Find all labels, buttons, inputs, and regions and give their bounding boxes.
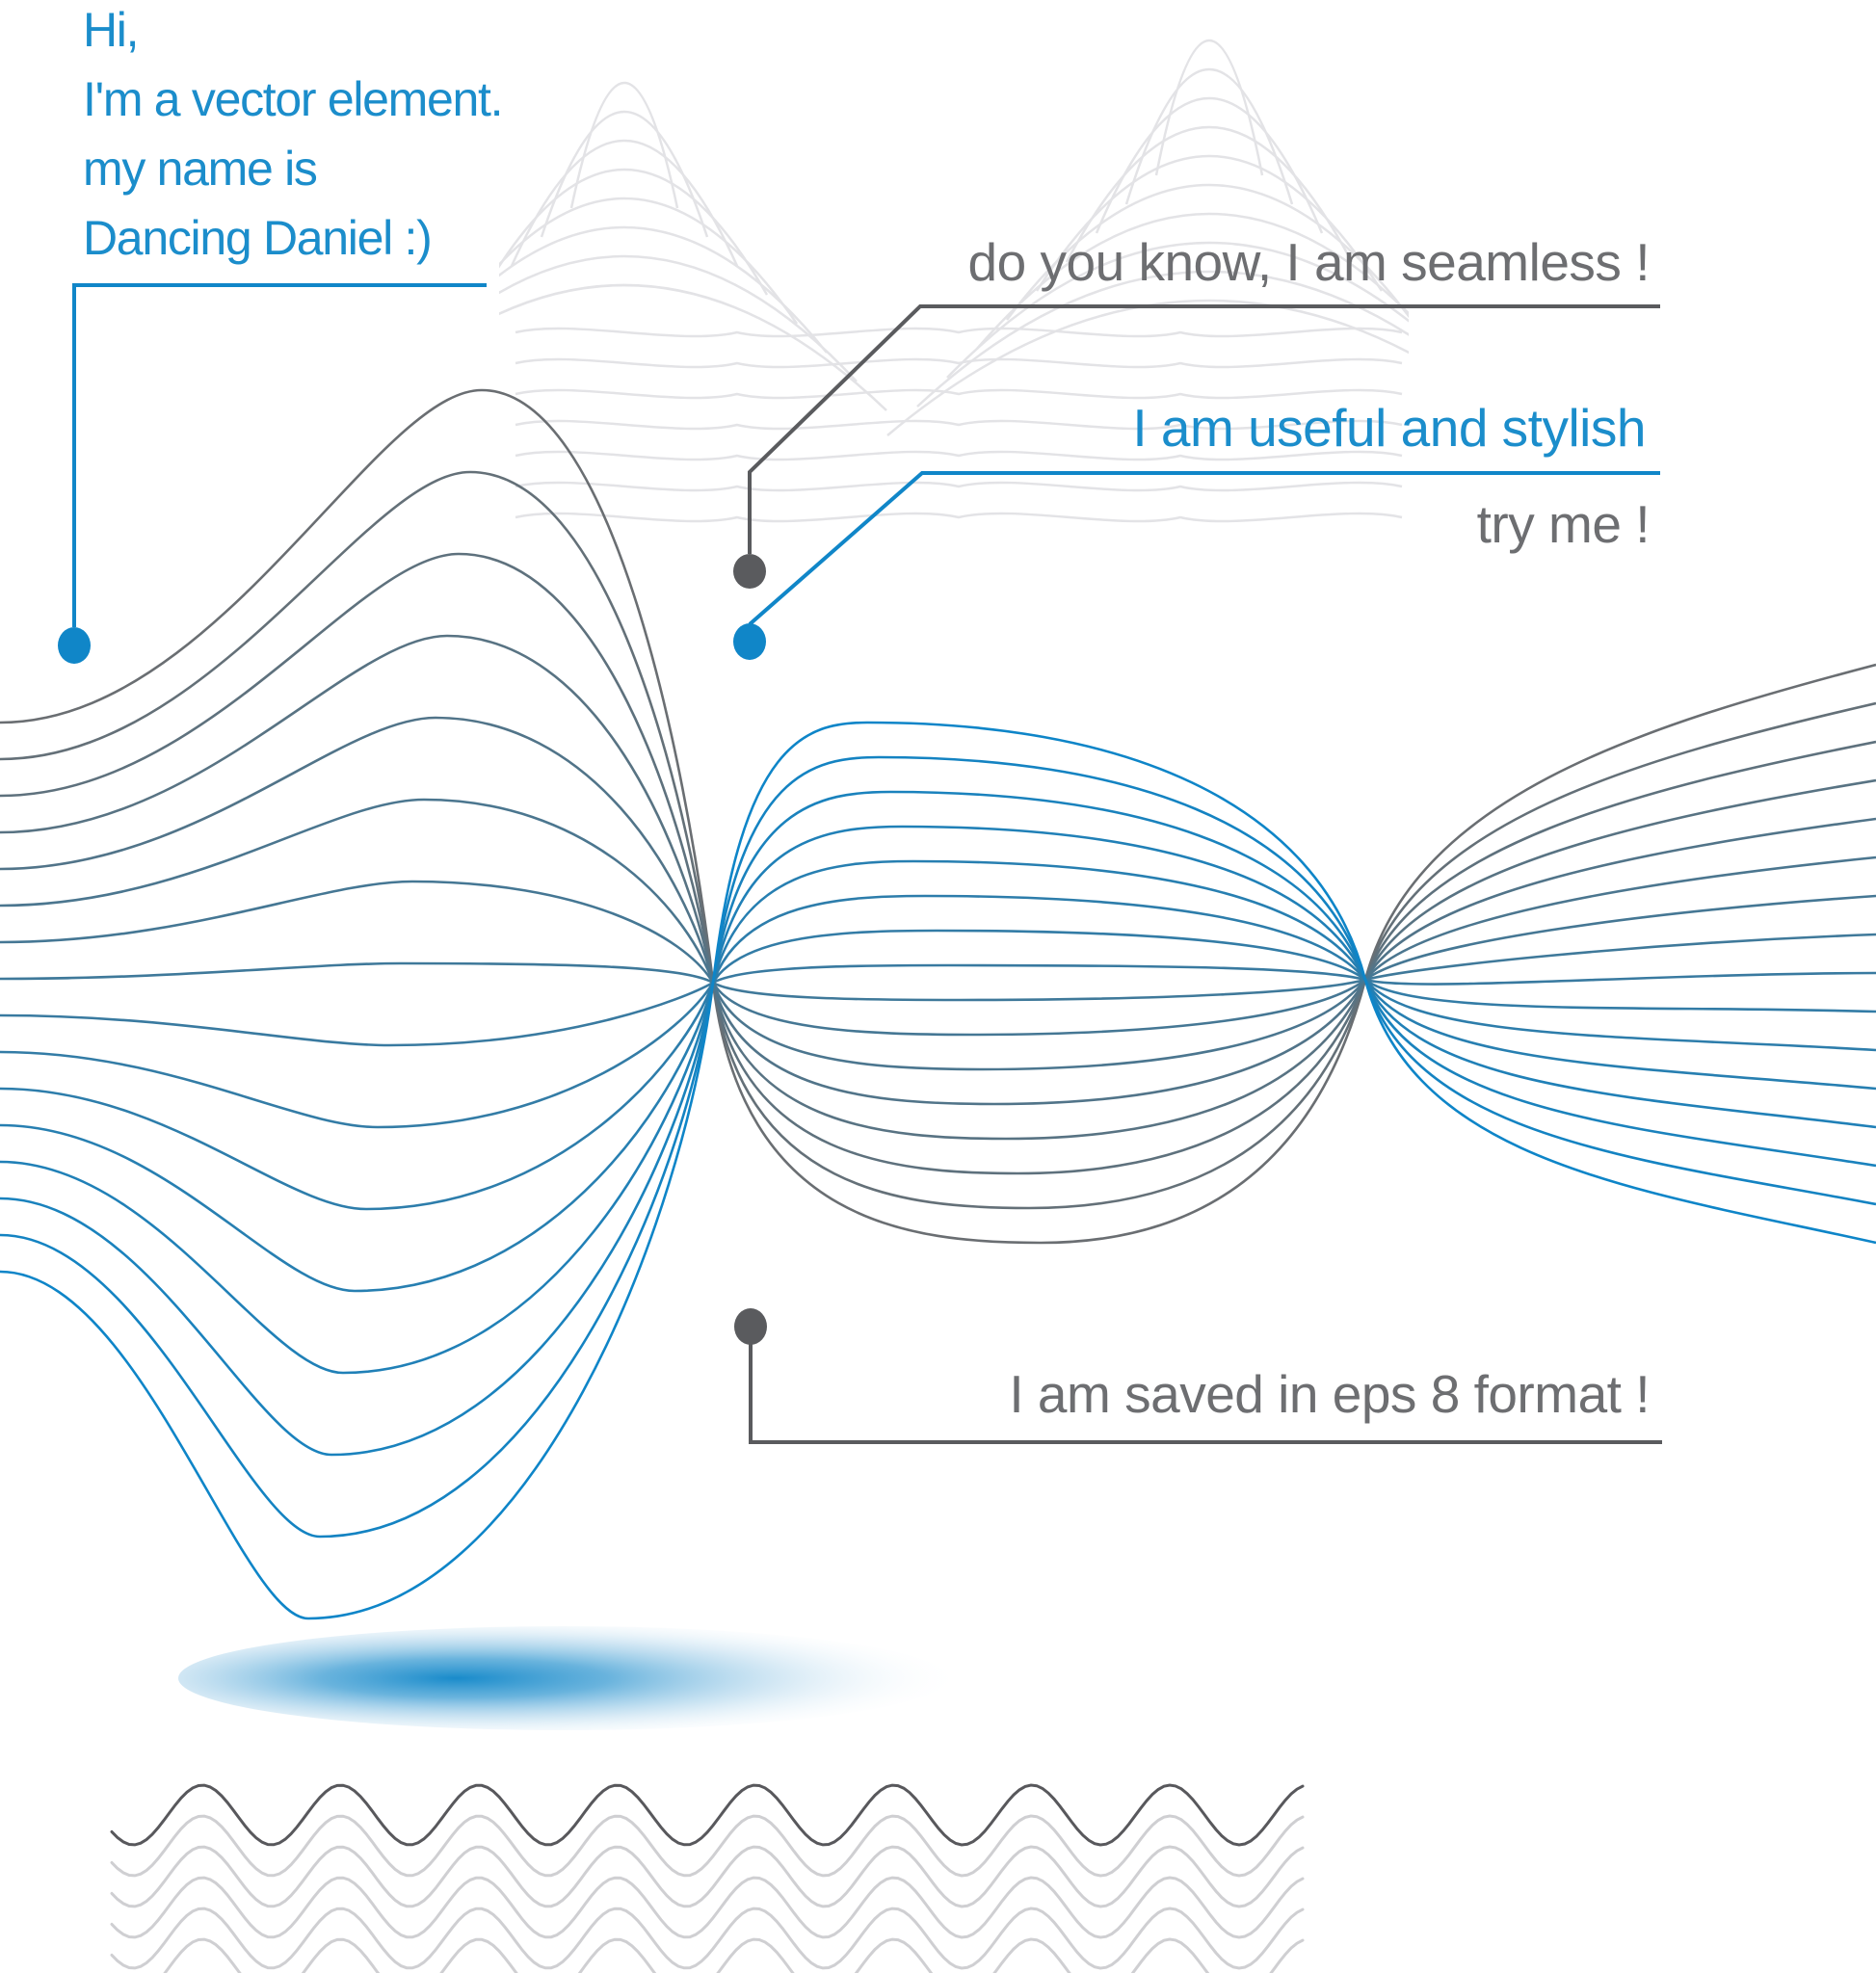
format-callout-line <box>749 1344 1662 1444</box>
format-callout-dot <box>734 1308 767 1345</box>
wave-light <box>110 1876 1305 1939</box>
ribbon-line <box>0 634 1876 1141</box>
intro-line: I'm a vector element. <box>83 72 504 126</box>
ribbon-line <box>0 859 1876 1293</box>
try-me-label: try me ! <box>1476 494 1651 554</box>
seamless-label: do you know, I am seamless ! <box>967 232 1651 292</box>
useful-callout-dot <box>733 623 766 660</box>
ribbon-line <box>0 798 1876 1071</box>
wave-dark <box>110 1783 1305 1847</box>
wave-light <box>163 1937 1305 1973</box>
wave-light <box>110 1907 1305 1970</box>
eps-format-label: I am saved in eps 8 format ! <box>1009 1364 1650 1424</box>
blue-glow-shadow <box>178 1626 949 1730</box>
intro-callout-line <box>72 283 487 627</box>
intro-line: Dancing Daniel :) <box>83 211 433 265</box>
wave-light <box>110 1845 1305 1908</box>
callouts <box>58 283 1662 1444</box>
ribbon-line <box>0 388 1876 1245</box>
ribbon-line <box>0 963 1876 1047</box>
ribbon-line <box>0 755 1876 1539</box>
seamless-pattern-background <box>499 39 1409 523</box>
intro-text: Hi, I'm a vector element. my name is Dan… <box>83 0 504 273</box>
intro-line: my name is <box>83 142 318 196</box>
ribbon-line <box>0 716 1876 1106</box>
ribbon-line <box>0 933 1876 1002</box>
ribbon-line <box>0 880 1876 1037</box>
intro-callout-dot <box>58 627 91 664</box>
wave-light <box>110 1814 1305 1878</box>
ribbon-line <box>0 929 1876 1129</box>
ribbon-line <box>0 552 1876 1175</box>
ribbon-line <box>0 790 1876 1457</box>
useful-label: I am useful and stylish <box>1132 398 1646 458</box>
ribbon-line <box>0 721 1876 1620</box>
border-waves <box>110 1783 1305 1973</box>
ribbon-line <box>0 470 1876 1210</box>
useful-callout-line <box>748 471 1660 626</box>
seamless-callout-line <box>748 304 1660 554</box>
intro-line: Hi, <box>83 3 140 57</box>
ribbon-line <box>0 825 1876 1375</box>
seamless-callout-dot <box>733 554 766 589</box>
ribbon-line <box>0 894 1876 1211</box>
dancing-lines-bundle <box>0 388 1876 1620</box>
